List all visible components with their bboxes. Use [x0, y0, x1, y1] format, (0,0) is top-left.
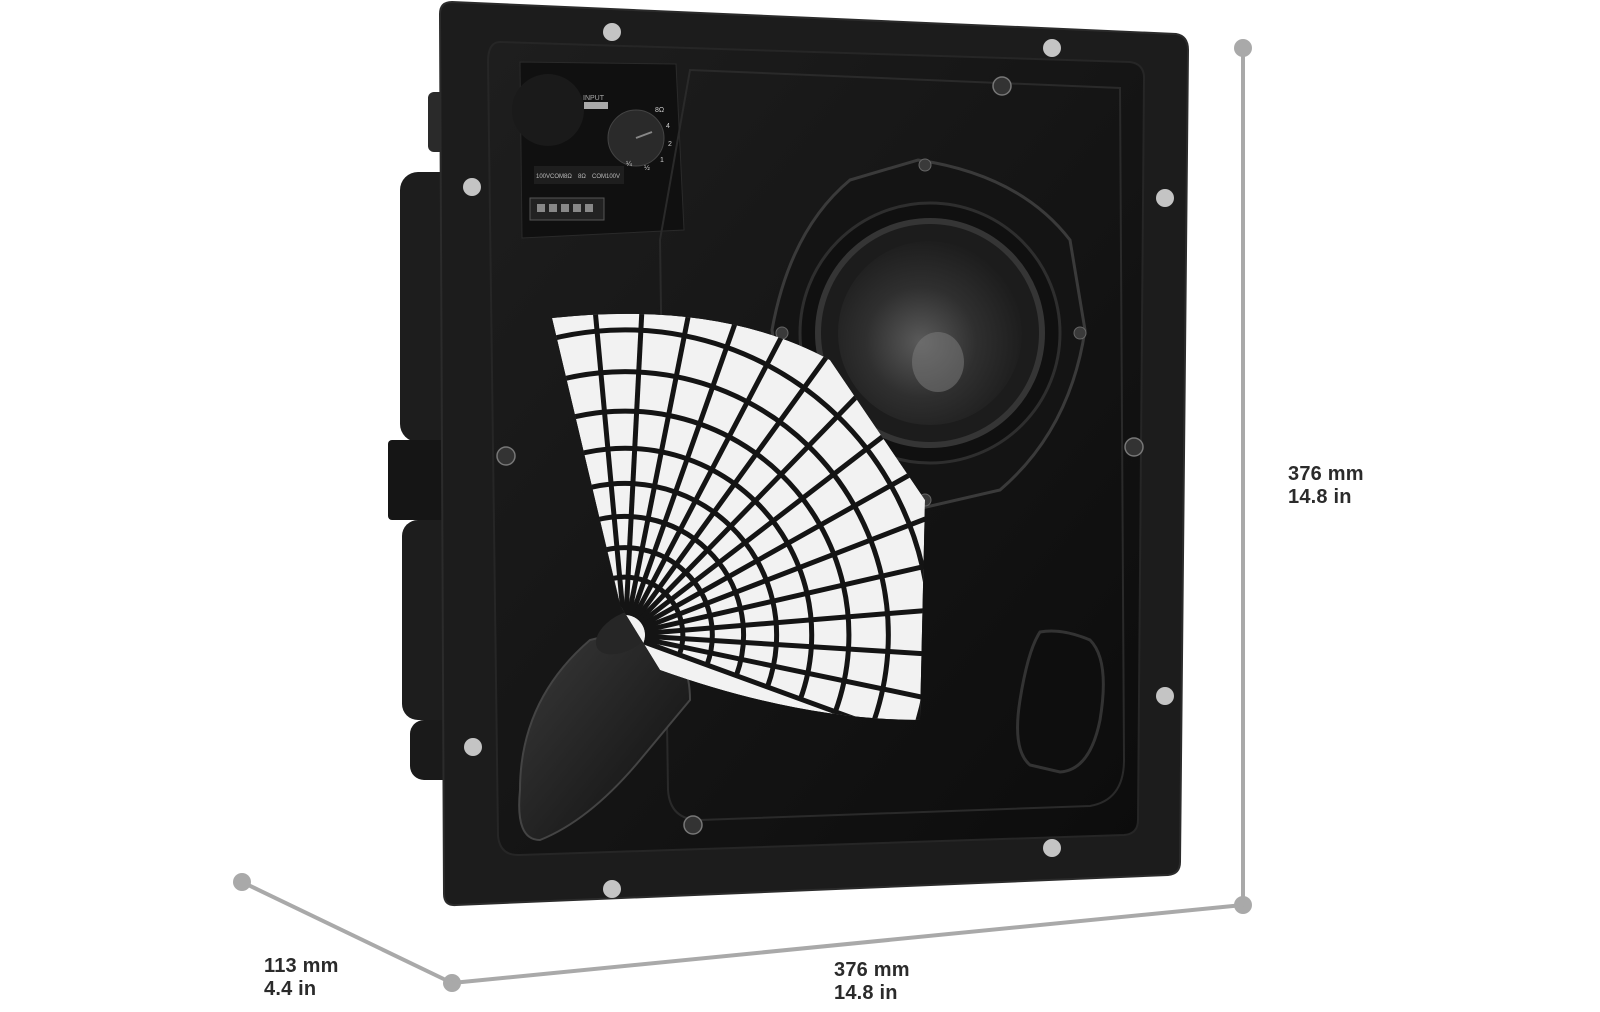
mounting-holes — [463, 23, 1174, 898]
depth-metric: 113 mm — [264, 955, 339, 977]
tap-label: ¼ — [626, 161, 632, 168]
width-imperial: 14.8 in — [834, 982, 898, 1004]
waveguide-rib — [589, 313, 626, 616]
waveguide-rib — [644, 633, 925, 660]
tap-label: 2 — [668, 141, 672, 148]
waveguide-grid — [552, 313, 925, 720]
width-metric: 376 mm — [834, 959, 910, 981]
waveguide-rib — [643, 552, 925, 633]
terminal-label: 100V — [536, 174, 550, 180]
tap-label: 4 — [666, 123, 670, 130]
dimension-lines — [233, 39, 1252, 992]
screws — [496, 76, 1144, 835]
depth-dimension-label: 113 mm 4.4 in — [264, 955, 339, 1001]
terminal-label: 100V — [606, 174, 620, 180]
waveguide-rib — [626, 313, 698, 616]
depth-imperial: 4.4 in — [264, 978, 317, 1000]
waveguide-rib — [644, 603, 925, 636]
width-dimension-line — [451, 903, 1244, 985]
input-label: INPUT — [583, 95, 605, 102]
waveguide-rib — [641, 456, 925, 628]
terminal-label: 8Ω — [564, 174, 572, 180]
height-imperial: 14.8 in — [1288, 486, 1352, 508]
waveguide-rib — [629, 313, 748, 617]
waveguide-rib — [642, 639, 925, 720]
waveguide-rib — [632, 315, 795, 619]
width-dimension-label: 376 mm 14.8 in — [834, 959, 910, 1005]
depth-dimension-line — [241, 880, 453, 985]
height-end-dot — [1234, 39, 1252, 57]
height-metric: 376 mm — [1288, 463, 1364, 485]
terminal-label: COM — [550, 174, 564, 180]
waveguide-rib — [639, 413, 912, 625]
depth-end-dot — [233, 873, 251, 891]
waveguide-rib — [642, 502, 925, 631]
terminal-label: COM — [592, 174, 606, 180]
waveguide-rib — [637, 375, 878, 623]
port-vent — [1016, 629, 1105, 774]
height-dimension-label: 376 mm 14.8 in — [1288, 463, 1364, 509]
tap-label: ½ — [644, 164, 650, 172]
tap-label: 8Ω — [655, 107, 664, 114]
waveguide-rib — [623, 313, 647, 616]
waveguide-rib — [634, 342, 839, 621]
tap-label: 1 — [660, 157, 664, 164]
terminal-label: 8Ω — [578, 174, 586, 180]
